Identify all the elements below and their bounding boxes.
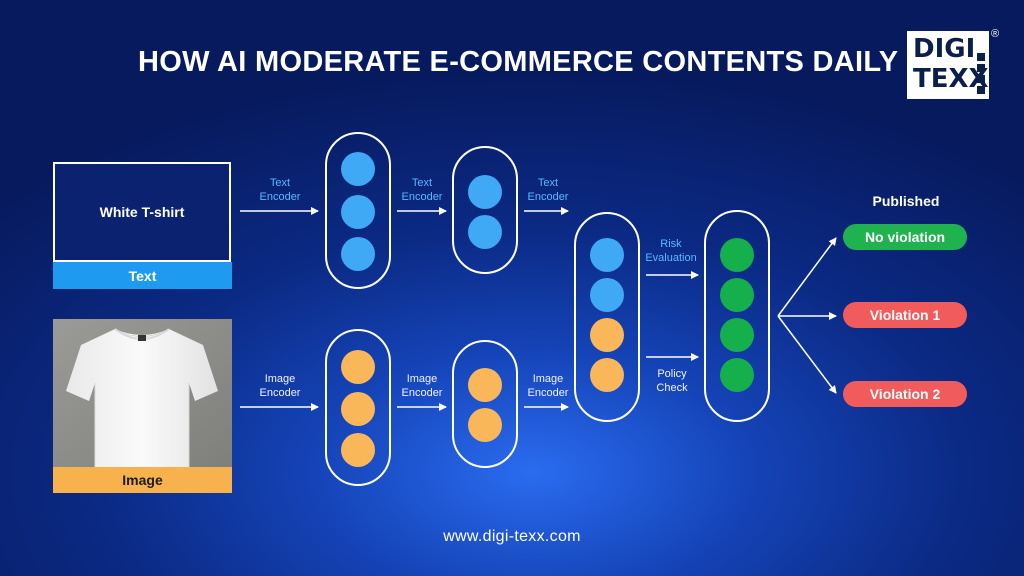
image-node — [590, 318, 624, 352]
output-node — [720, 358, 754, 392]
website-url: www.digi-texx.com — [443, 528, 581, 545]
fusion-layer — [574, 212, 640, 422]
image-node — [468, 408, 502, 442]
text-node — [341, 195, 375, 229]
image-input-label: Image — [53, 467, 232, 493]
image-node — [341, 433, 375, 467]
tshirt-icon — [53, 319, 232, 467]
registered-mark: ® — [991, 28, 1000, 40]
image-encoder-layer-2 — [452, 340, 518, 468]
logo-bars-icon — [977, 53, 985, 97]
image-node — [468, 368, 502, 402]
page-title: HOW AI MODERATE E-COMMERCE CONTENTS DAIL… — [138, 46, 899, 78]
output-node — [720, 278, 754, 312]
text-input-content: White T-shirt — [99, 204, 185, 220]
text-node — [341, 152, 375, 186]
text-input-label: Text — [53, 262, 232, 289]
text-encoder-layer-2 — [452, 146, 518, 274]
no-violation-badge: No violation — [843, 224, 967, 250]
tshirt-image — [53, 319, 232, 467]
text-node — [468, 175, 502, 209]
arrow-to-no-violation — [777, 237, 837, 317]
image-node — [341, 392, 375, 426]
violation-2-badge: Violation 2 — [843, 381, 967, 407]
logo-line-2: TEXX — [913, 64, 989, 94]
text-node — [590, 278, 624, 312]
violation-1-badge: Violation 1 — [843, 302, 967, 328]
text-input-box: White T-shirt — [53, 162, 231, 262]
text-node — [341, 237, 375, 271]
published-heading: Published — [872, 193, 940, 209]
text-node — [590, 238, 624, 272]
image-encoder-layer-1 — [325, 329, 391, 486]
image-node — [341, 350, 375, 384]
output-layer — [704, 210, 770, 422]
output-node — [720, 318, 754, 352]
output-node — [720, 238, 754, 272]
image-node — [590, 358, 624, 392]
arrow-to-violation-2 — [777, 315, 837, 394]
logo-line-1: DIGI — [913, 34, 976, 64]
digi-texx-logo: DIGI TEXX — [907, 31, 989, 99]
text-node — [468, 215, 502, 249]
text-encoder-layer-1 — [325, 132, 391, 289]
